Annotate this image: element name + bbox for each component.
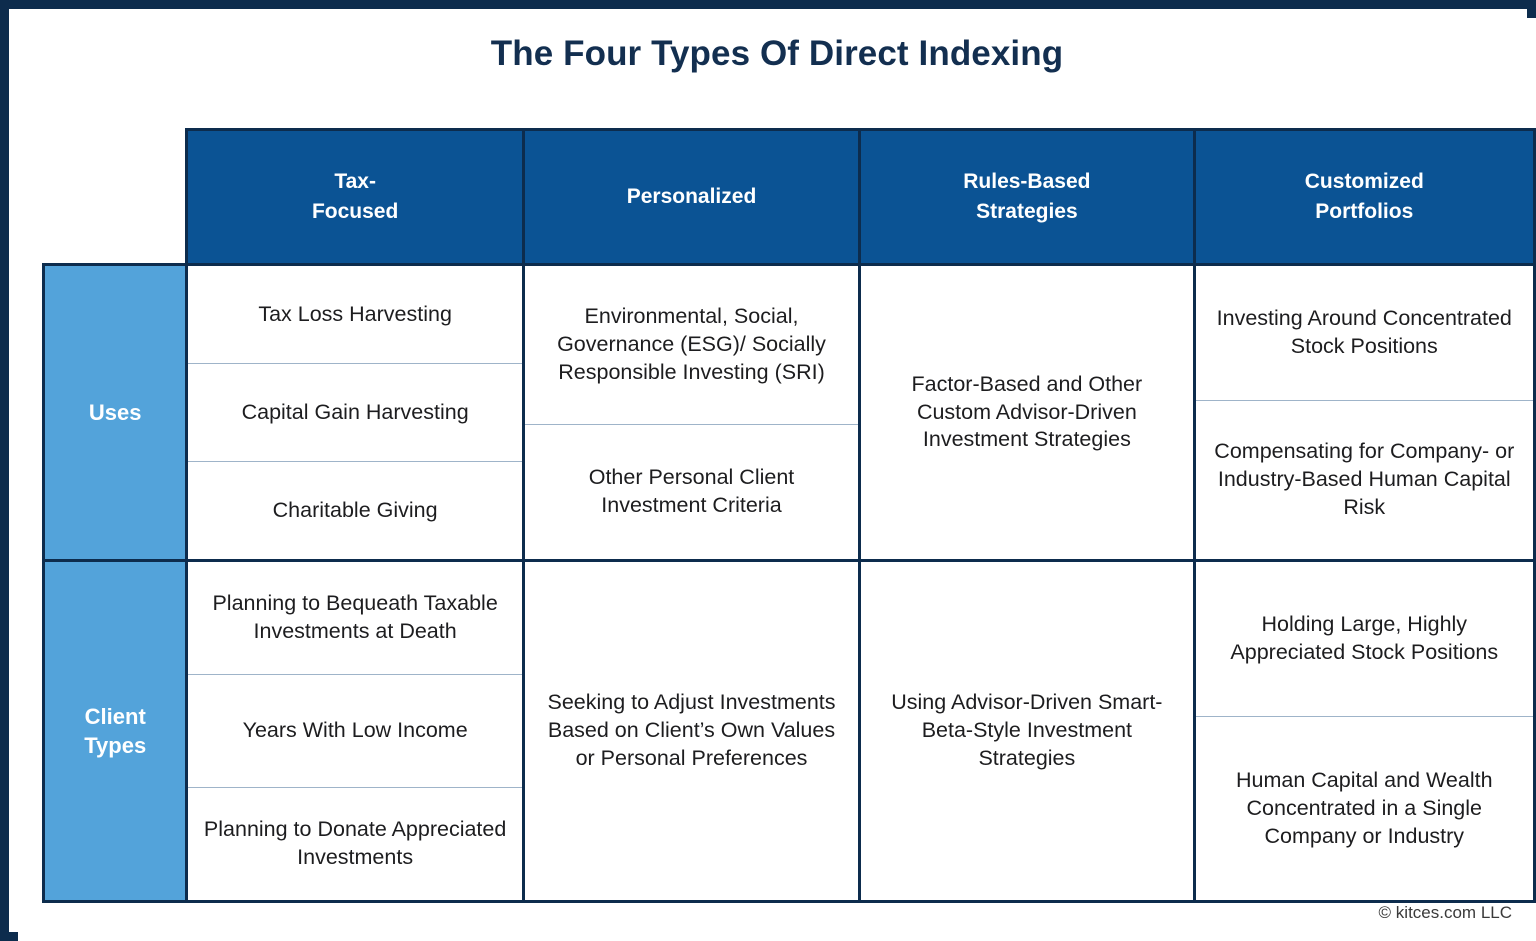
cell-item: Using Advisor-Driven Smart-Beta-Style In…: [891, 690, 1163, 770]
column-header-rules-based-line1: Rules-Based: [963, 170, 1091, 194]
cell-uses-tax-focused[interactable]: Tax Loss Harvesting Capital Gain Harvest…: [185, 263, 525, 562]
cell-item: Holding Large, Highly Appreciated Stock …: [1195, 562, 1533, 718]
cell-client-types-tax-focused[interactable]: Planning to Bequeath Taxable Investments…: [185, 559, 525, 903]
row-label-client-types-line2: Types: [84, 733, 147, 758]
cell-item: Planning to Donate Appreciated Investmen…: [203, 817, 507, 869]
table-header-row: Tax- Focused Personalized Rules-Based St…: [43, 128, 1536, 266]
cell-uses-tax-focused-stack: Tax Loss Harvesting Capital Gain Harvest…: [188, 266, 522, 559]
infographic-canvas: The Four Types Of Direct Indexing Tax- F…: [18, 18, 1536, 941]
row-label-uses[interactable]: Uses: [41, 263, 189, 562]
direct-indexing-matrix: Tax- Focused Personalized Rules-Based St…: [41, 128, 1536, 903]
header-corner-spacer: [43, 129, 187, 265]
cell-item: Factor-Based and Other Custom Advisor-Dr…: [911, 371, 1143, 452]
cell-uses-personalized-stack: Environmental, Social, Governance (ESG)/…: [524, 266, 859, 559]
cell-client-types-tax-focused-stack: Planning to Bequeath Taxable Investments…: [188, 562, 522, 900]
cell-uses-customized-stack: Investing Around Concentrated Stock Posi…: [1195, 266, 1533, 559]
row-label-client-types[interactable]: Client Types: [41, 559, 189, 903]
cell-item: Environmental, Social, Governance (ESG)/…: [524, 266, 859, 426]
row-label-uses-text: Uses: [88, 399, 142, 425]
table-row-client-types: Client Types Planning to Bequeath Taxabl…: [41, 559, 1536, 903]
cell-item: Tax Loss Harvesting: [188, 266, 522, 364]
page-title: The Four Types Of Direct Indexing: [490, 34, 1064, 73]
cell-client-types-customized-stack: Holding Large, Highly Appreciated Stock …: [1195, 562, 1533, 900]
column-header-customized-portfolios[interactable]: Customized Portfolios: [1192, 128, 1536, 266]
copyright-footer: © kitces.com LLC: [1378, 903, 1512, 922]
column-header-rules-based-strategies[interactable]: Rules-Based Strategies: [858, 128, 1196, 266]
cell-client-types-customized[interactable]: Holding Large, Highly Appreciated Stock …: [1192, 559, 1536, 903]
cell-item: Planning to Bequeath Taxable Investments…: [188, 562, 522, 675]
cell-item: Investing Around Concentrated Stock Posi…: [1195, 266, 1533, 401]
table-row-uses: Uses Tax Loss Harvesting Capital Gain Ha…: [41, 263, 1536, 562]
cell-item: Years With Low Income: [188, 675, 522, 788]
column-header-customized-line1: Customized: [1304, 170, 1424, 194]
cell-client-types-personalized[interactable]: Seeking to Adjust Investments Based on C…: [521, 559, 862, 903]
column-header-rules-based-line2: Strategies: [976, 200, 1078, 223]
cell-item: Seeking to Adjust Investments Based on C…: [547, 690, 836, 770]
cell-uses-customized[interactable]: Investing Around Concentrated Stock Posi…: [1192, 263, 1536, 562]
column-header-personalized[interactable]: Personalized: [521, 128, 862, 266]
cell-item: Capital Gain Harvesting: [188, 364, 522, 462]
row-label-client-types-line1: Client: [84, 703, 146, 729]
column-header-tax-focused-line1: Tax-: [334, 170, 376, 194]
column-header-personalized-line1: Personalized: [626, 185, 757, 209]
matrix-table: Tax- Focused Personalized Rules-Based St…: [41, 128, 1536, 903]
cell-uses-personalized[interactable]: Environmental, Social, Governance (ESG)/…: [521, 263, 862, 562]
cell-item: Compensating for Company- or Industry-Ba…: [1214, 439, 1515, 519]
column-header-customized-line2: Portfolios: [1315, 200, 1414, 223]
cell-item: Other Personal Client Investment Criteri…: [588, 465, 795, 518]
cell-client-types-rules-based[interactable]: Using Advisor-Driven Smart-Beta-Style In…: [858, 559, 1196, 903]
column-header-tax-focused-line2: Focused: [311, 200, 399, 223]
column-header-tax-focused[interactable]: Tax- Focused: [185, 128, 525, 266]
cell-item: Charitable Giving: [272, 497, 438, 522]
cell-uses-rules-based[interactable]: Factor-Based and Other Custom Advisor-Dr…: [858, 263, 1196, 562]
cell-item: Human Capital and Wealth Concentrated in…: [1235, 767, 1493, 848]
